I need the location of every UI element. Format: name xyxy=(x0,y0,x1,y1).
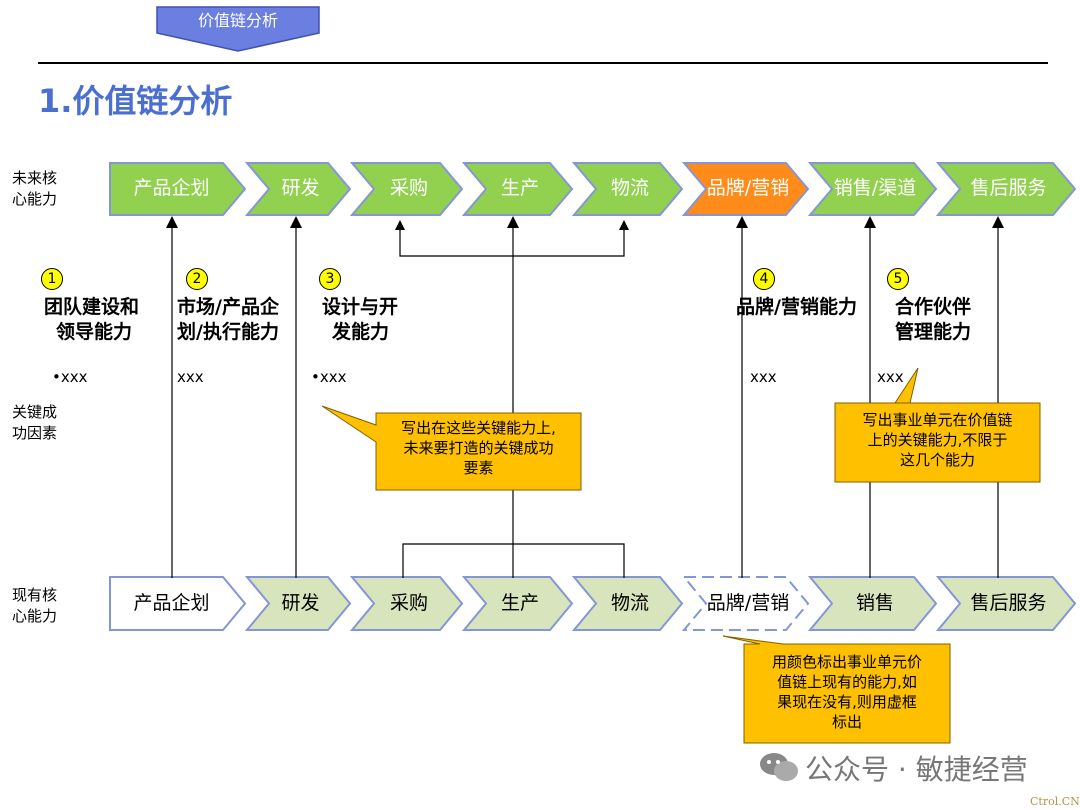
side-label-future: 未来核心能力 xyxy=(12,169,58,208)
factor-3-line2: 发能力 xyxy=(332,321,390,343)
factor-5-line2: 管理能力 xyxy=(895,321,972,343)
factor-4-number: 4 xyxy=(753,268,775,290)
factor-1-line2: 领导能力 xyxy=(56,321,133,343)
factor-3-number: 3 xyxy=(319,268,341,290)
bottom-bracket xyxy=(402,543,625,578)
future-chain-step-6 xyxy=(681,162,810,216)
source-label: Ctrol.CN xyxy=(1030,795,1080,808)
side-label-ksf: 关键成功因素 xyxy=(12,403,58,442)
future-chain-label-6: 品牌/营销 xyxy=(706,177,790,199)
side-label-current: 现有核心能力 xyxy=(12,586,58,625)
header-divider xyxy=(38,62,1048,64)
section-tag-shape xyxy=(156,6,320,52)
callout-2-text: 写出事业单元在价值链上的关键能力,不限于这几个能力 xyxy=(862,411,1013,469)
factor-3-line1: 设计与开 xyxy=(322,296,399,318)
future-chain-step-5 xyxy=(571,162,684,216)
current-chain-label-8: 售后服务 xyxy=(970,592,1047,614)
future-chain-step-7 xyxy=(807,162,938,216)
future-chain-step-4 xyxy=(461,162,574,216)
current-chain-label-6: 品牌/营销 xyxy=(706,592,790,614)
future-chain-step-2 xyxy=(244,162,352,216)
callout-2-shape xyxy=(834,367,1041,483)
current-chain-step-4 xyxy=(461,576,574,631)
current-chain-step-1 xyxy=(109,576,247,631)
factor-4-xxx: xxx xyxy=(750,368,777,386)
current-chain-label-4: 生产 xyxy=(500,592,539,614)
factor-5-xxx: xxx xyxy=(877,368,904,386)
future-chain-label-7: 销售/渠道 xyxy=(833,177,917,199)
factor-2-line2: 划/执行能力 xyxy=(177,321,279,343)
wechat-icon xyxy=(760,753,798,781)
future-chain-step-8 xyxy=(935,162,1077,216)
future-chain-label-1: 产品企划 xyxy=(133,177,210,199)
current-chain-step-6 xyxy=(681,576,810,631)
factor-4-line1: 品牌/营销能力 xyxy=(736,296,857,318)
future-chain-label-2: 研发 xyxy=(281,177,320,199)
factor-5-number: 5 xyxy=(887,268,909,290)
factor-1-line1: 团队建设和 xyxy=(44,296,140,318)
current-chain-label-3: 采购 xyxy=(389,592,428,614)
watermark: 公众号 · 敏捷经营 xyxy=(805,753,1028,786)
current-chain-step-3 xyxy=(349,576,464,631)
current-chain-step-2 xyxy=(244,576,352,631)
current-value-chain xyxy=(109,576,1077,631)
current-chain-label-7: 销售 xyxy=(855,592,894,614)
current-chain-label-2: 研发 xyxy=(281,592,320,614)
future-chain-label-5: 物流 xyxy=(610,177,649,199)
future-chain-step-1 xyxy=(109,162,247,216)
future-chain-label-3: 采购 xyxy=(389,177,428,199)
future-chain-step-3 xyxy=(349,162,464,216)
factor-5-line1: 合作伙伴 xyxy=(895,296,972,318)
current-chain-step-8 xyxy=(935,576,1077,631)
current-chain-label-5: 物流 xyxy=(610,592,649,614)
factor-1-xxx: •xxx xyxy=(52,368,88,386)
factor-1-number: 1 xyxy=(41,268,63,290)
callout-1-shape xyxy=(321,405,582,491)
top-bracket xyxy=(399,222,625,257)
callout-1-text: 写出在这些关键能力上,未来要打造的关键成功要素 xyxy=(401,419,556,477)
current-chain-label-1: 产品企划 xyxy=(133,592,210,614)
callout-3-shape xyxy=(722,635,951,744)
page-title: 1.价值链分析 xyxy=(38,82,233,120)
current-chain-step-7 xyxy=(807,576,938,631)
callout-3-text: 用颜色标出事业单元价值链上现有的能力,如果现在没有,则用虚框标出 xyxy=(771,653,922,731)
current-chain-step-5 xyxy=(571,576,684,631)
future-chain-label-8: 售后服务 xyxy=(970,177,1047,199)
factor-3-xxx: •xxx xyxy=(311,368,347,386)
factor-2-xxx: xxx xyxy=(177,368,204,386)
future-value-chain xyxy=(109,162,1077,216)
future-chain-label-4: 生产 xyxy=(500,177,539,199)
section-tag: 价值链分析 xyxy=(197,11,278,30)
factor-2-number: 2 xyxy=(186,268,208,290)
factor-2-line1: 市场/产品企 xyxy=(177,296,279,318)
